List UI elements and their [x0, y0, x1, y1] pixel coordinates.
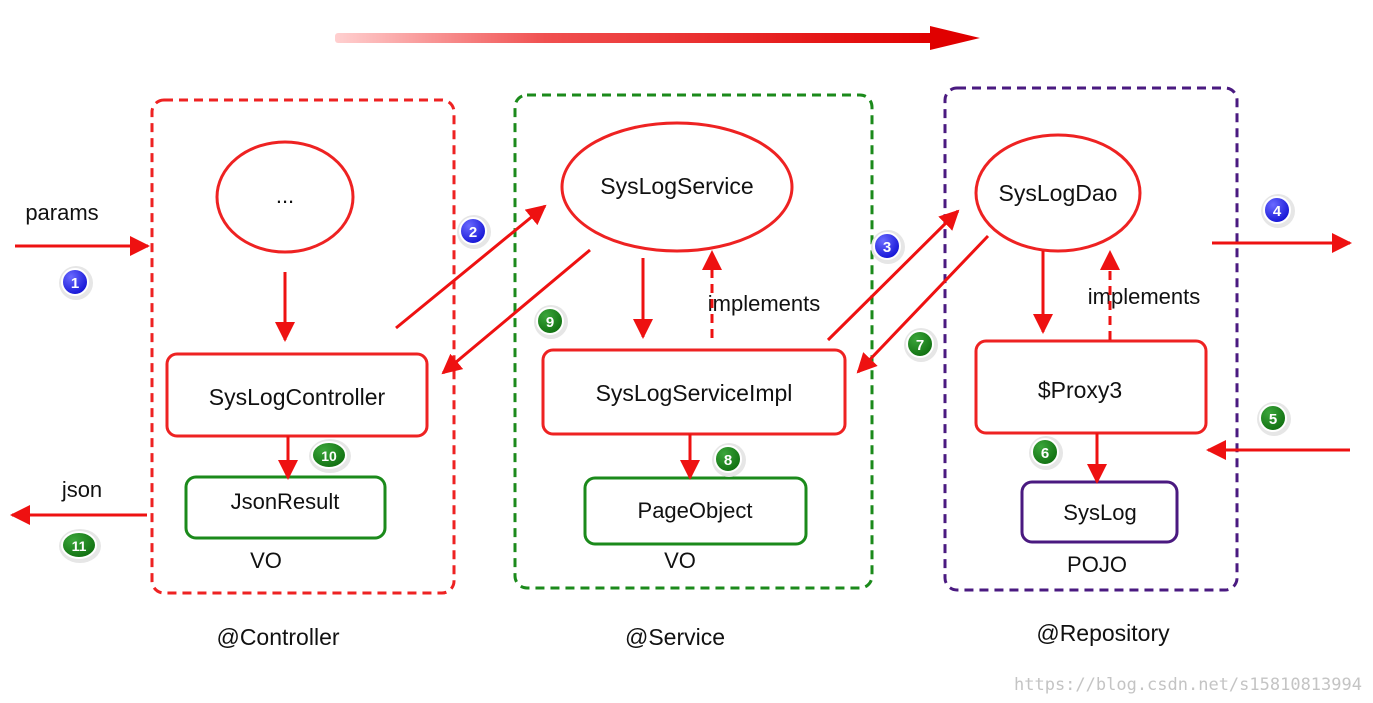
- step-badge-10: 10: [309, 439, 351, 473]
- params-label: params: [25, 200, 98, 225]
- svg-text:9: 9: [546, 314, 554, 331]
- pojo-label: POJO: [1067, 552, 1127, 577]
- step-badge-5: 5: [1257, 402, 1291, 436]
- vo-controller-label: VO: [250, 548, 282, 573]
- arrow-controller-to-service: [395, 204, 547, 330]
- step-badge-4: 4: [1261, 194, 1295, 228]
- step-badge-9: 9: [534, 305, 568, 339]
- arrow-impl-to-dao: [826, 209, 960, 342]
- vo-service-label: VO: [664, 548, 696, 573]
- controller-layer-label: @Controller: [216, 624, 339, 650]
- svg-text:7: 7: [916, 337, 924, 354]
- implements-dao-label: implements: [1088, 284, 1200, 309]
- service-layer-label: @Service: [625, 624, 725, 650]
- syslog-label: SysLog: [1063, 500, 1136, 525]
- syslog-controller-label: SysLogController: [209, 384, 386, 410]
- step-badge-11: 11: [59, 529, 101, 563]
- page-object-label: PageObject: [638, 498, 753, 523]
- step-badge-3: 3: [871, 230, 905, 264]
- syslog-dao-node: [974, 133, 1142, 253]
- ellipsis-node: [215, 140, 355, 254]
- repository-layer-label: @Repository: [1036, 620, 1170, 646]
- repository-layer-box: [943, 86, 1239, 592]
- svg-text:4: 4: [1273, 203, 1282, 220]
- implements-service-label: implements: [708, 291, 820, 316]
- syslog-dao-label: SysLogDao: [999, 180, 1118, 206]
- proxy3-label: $Proxy3: [1038, 377, 1122, 403]
- arrow-dao-to-impl: [856, 234, 990, 374]
- controller-layer-box: [150, 98, 456, 595]
- syslog-service-node: [560, 121, 794, 253]
- step-badge-8: 8: [712, 443, 746, 477]
- syslog-service-impl-label: SysLogServiceImpl: [596, 380, 793, 406]
- svg-text:10: 10: [321, 448, 337, 464]
- syslog-service-impl-node: [541, 348, 847, 436]
- service-layer-box: [513, 93, 874, 590]
- step-badge-7: 7: [904, 328, 938, 362]
- svg-text:6: 6: [1041, 445, 1049, 462]
- step-badge-2: 2: [457, 215, 491, 249]
- syslog-controller-node: [165, 352, 429, 438]
- svg-text:5: 5: [1269, 411, 1277, 428]
- top-flow-arrow: [335, 26, 980, 50]
- svg-text:8: 8: [724, 452, 732, 469]
- svg-text:11: 11: [72, 538, 87, 554]
- proxy3-node: [974, 339, 1208, 435]
- watermark-url: https://blog.csdn.net/s15810813994: [1014, 675, 1362, 695]
- arrow-service-to-controller: [441, 248, 591, 375]
- svg-text:2: 2: [469, 224, 477, 241]
- syslog-service-label: SysLogService: [600, 173, 753, 199]
- step-badge-6: 6: [1029, 436, 1063, 470]
- ellipsis-node-label: ...: [276, 183, 294, 208]
- svg-text:3: 3: [883, 239, 891, 256]
- svg-text:1: 1: [71, 275, 79, 292]
- step-badge-1: 1: [59, 266, 93, 300]
- json-result-label: JsonResult: [231, 489, 340, 514]
- json-label: json: [61, 477, 102, 502]
